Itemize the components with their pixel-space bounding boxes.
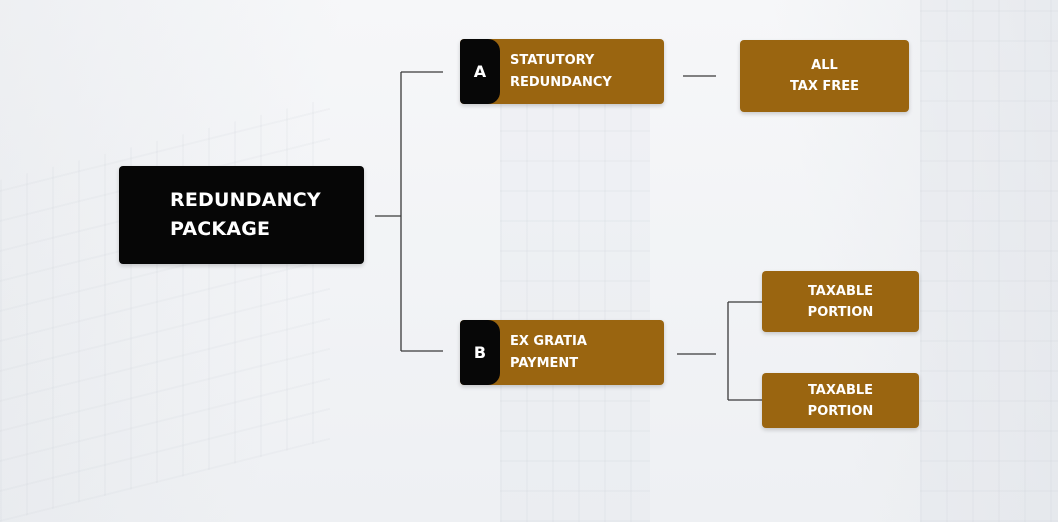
leaf-b2-label-line-1: TAXABLE bbox=[808, 380, 874, 401]
branch-b-label-line-1: EX GRATIA bbox=[510, 331, 587, 353]
root-node-redundancy-package: REDUNDANCY PACKAGE bbox=[119, 166, 364, 264]
leaf-a-label-line-1: ALL bbox=[790, 55, 859, 76]
branch-a-label-line-2: REDUNDANCY bbox=[510, 72, 612, 94]
leaf-a-label-line-2: TAX FREE bbox=[790, 76, 859, 97]
leaf-node-taxable-portion-2: TAXABLE PORTION bbox=[762, 373, 919, 428]
leaf-node-all-tax-free: ALL TAX FREE bbox=[740, 40, 909, 112]
leaf-b1-label-line-1: TAXABLE bbox=[808, 281, 874, 302]
leaf-b1-label-line-2: PORTION bbox=[808, 302, 874, 323]
branch-b-letter-badge: B bbox=[460, 320, 500, 385]
leaf-b2-label-line-2: PORTION bbox=[808, 401, 874, 422]
leaf-node-taxable-portion-1: TAXABLE PORTION bbox=[762, 271, 919, 332]
branch-a-letter-badge: A bbox=[460, 39, 500, 104]
branch-b-label-line-2: PAYMENT bbox=[510, 353, 587, 375]
branch-node-b: B EX GRATIA PAYMENT bbox=[460, 320, 664, 385]
root-label-line-2: PACKAGE bbox=[170, 215, 321, 244]
branch-node-a: A STATUTORY REDUNDANCY bbox=[460, 39, 664, 104]
branch-a-label-line-1: STATUTORY bbox=[510, 50, 612, 72]
root-label-line-1: REDUNDANCY bbox=[170, 186, 321, 215]
